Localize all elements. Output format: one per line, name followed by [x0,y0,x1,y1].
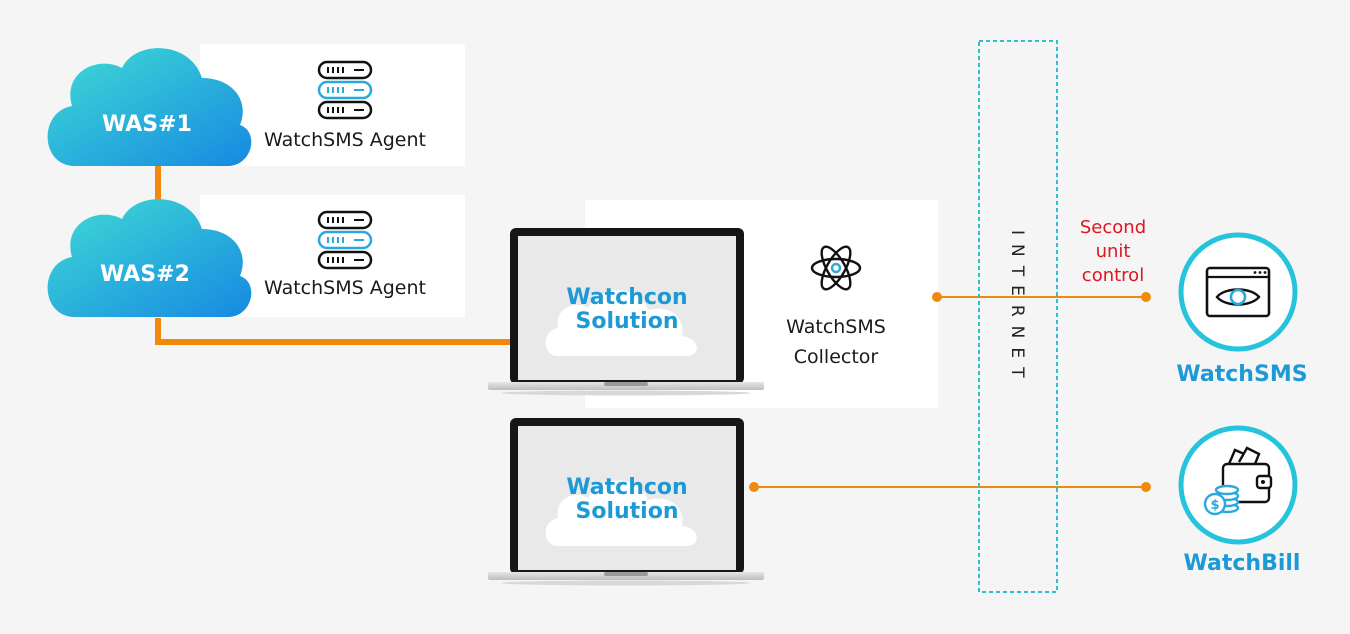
service-name-watchsms: WatchSMS [1176,362,1308,387]
second-unit-line1: Second [1079,217,1147,238]
laptop2-connector-dot [749,482,759,492]
service-name-watchbill: WatchBill [1183,551,1301,576]
collector-connector-dot [932,292,942,302]
laptop-1-title-line1: Watchcon [566,285,688,310]
second-unit-line3: control [1081,265,1145,286]
server-stack-icon [317,60,373,120]
svg-text:$: $ [1210,498,1219,513]
laptop-2-title-line2: Solution [575,499,679,524]
was2-laptop-connector [155,318,515,345]
laptop-2-title-line1: Watchcon [566,475,688,500]
agent-label-2: WatchSMS Agent [264,277,426,299]
laptop-2 [488,418,764,586]
eye-browser-icon [1178,232,1298,352]
agent-label-1: WatchSMS Agent [264,129,426,151]
wallet-coins-icon: $ [1178,425,1298,545]
watchbill-connector-dot [1141,482,1151,492]
second-unit-line2: unit [1095,241,1131,262]
server-stack-icon [317,210,373,270]
cloud-label-was2: WAS#2 [100,262,190,287]
internet-label: INTERNET [1007,230,1027,387]
cloud-was1 [47,48,252,166]
collector-label-line1: WatchSMS [786,316,886,338]
collector-label-line2: Collector [793,346,879,368]
laptop-1 [488,228,764,396]
laptop-1-title-line2: Solution [575,309,679,334]
cloud-label-was1: WAS#1 [102,112,192,137]
atom-icon [810,245,862,291]
cloud-was2 [47,199,252,317]
internet-box [978,40,1058,593]
watchsms-connector-dot [1141,292,1151,302]
